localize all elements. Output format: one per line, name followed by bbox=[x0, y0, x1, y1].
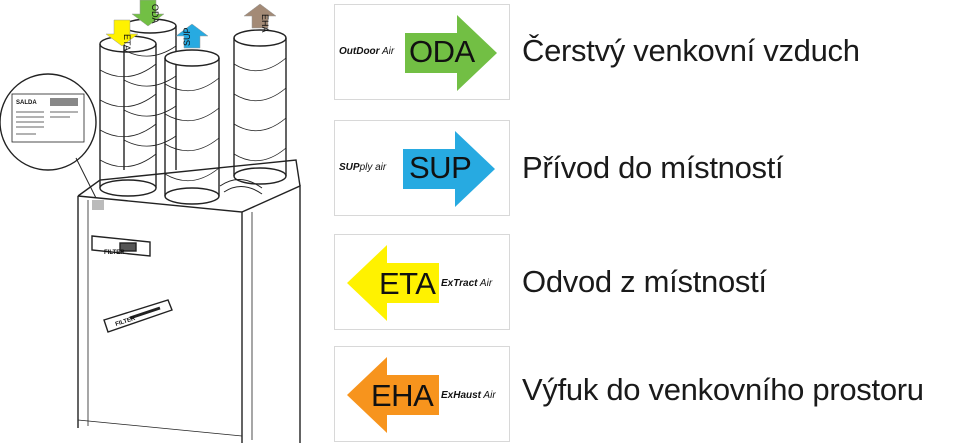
oda-code: ODA bbox=[409, 34, 475, 69]
filter-handle-2 bbox=[103, 299, 173, 333]
cabinet-top bbox=[77, 159, 301, 197]
eta-description: Odvod z místností bbox=[522, 264, 767, 299]
duct-oda bbox=[123, 18, 177, 170]
eha-suffix: ExHaust Air bbox=[441, 390, 496, 401]
filter-label-1: FILTER bbox=[104, 250, 125, 256]
eha-description: Výfuk do venkovního prostoru bbox=[522, 372, 924, 407]
eta-code: ETA bbox=[379, 266, 436, 301]
eha-arrow-shape bbox=[347, 357, 439, 433]
duct-eha bbox=[233, 29, 287, 185]
eha-code: EHA bbox=[371, 378, 434, 413]
oda-prefix: OutDoor Air bbox=[339, 46, 395, 57]
filter-handle-1 bbox=[91, 235, 151, 257]
cabinet-front bbox=[77, 195, 243, 443]
cabinet-side bbox=[241, 184, 301, 443]
duct-arrow-eha: EHA bbox=[243, 3, 277, 33]
duct-arrow-eta: ETA bbox=[105, 19, 139, 51]
eta-arrow-shape bbox=[347, 245, 439, 321]
duct-tag-eha: EHA bbox=[260, 14, 270, 33]
ventilation-unit-drawing: SALDA FILTER FILTER ETA ODA SUP EHA bbox=[0, 0, 310, 443]
legend-box-eha: EHA ExHaust Air bbox=[334, 346, 510, 442]
duct-arrow-oda: ODA bbox=[131, 0, 165, 27]
duct-tag-eta: ETA bbox=[122, 34, 132, 51]
legend-box-sup: SUPply air SUP bbox=[334, 120, 510, 216]
oda-arrow-shape bbox=[405, 15, 497, 91]
legend-box-oda: OutDoor Air ODA bbox=[334, 4, 510, 100]
sup-prefix: SUPply air bbox=[339, 162, 387, 173]
sup-description: Přívod do místností bbox=[522, 150, 784, 185]
eta-suffix: ExTract Air bbox=[441, 278, 493, 289]
duct-sup bbox=[164, 49, 220, 205]
ventilation-unit-illustration: SALDA FILTER FILTER ETA ODA SUP EHA bbox=[0, 0, 301, 443]
legend-box-eta: ETA ExTract Air bbox=[334, 234, 510, 330]
duct-tag-sup: SUP bbox=[182, 27, 192, 46]
oda-description: Čerstvý venkovní vzduch bbox=[522, 33, 860, 68]
sup-code: SUP bbox=[409, 150, 472, 185]
duct-tag-oda: ODA bbox=[150, 4, 160, 24]
sup-arrow-shape bbox=[403, 131, 495, 207]
brand-label: SALDA bbox=[16, 100, 37, 106]
duct-arrow-sup: SUP bbox=[175, 23, 209, 49]
